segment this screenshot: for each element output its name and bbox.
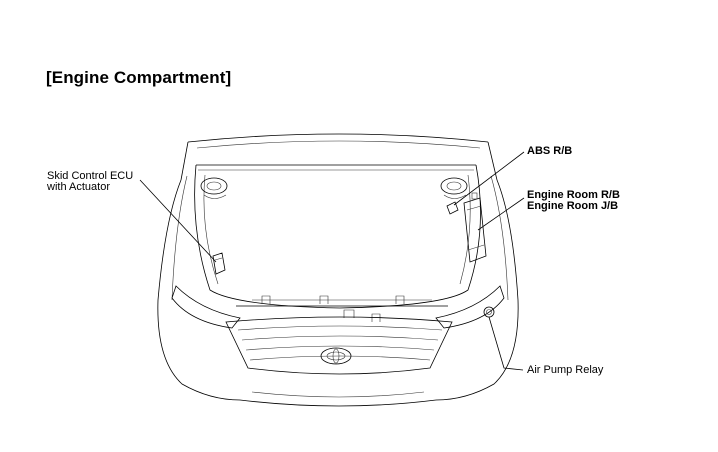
vehicle-body-outline (157, 175, 519, 407)
diagram-title: [Engine Compartment] (46, 68, 232, 87)
engine-bay (194, 164, 481, 309)
strut-tower-left (200, 177, 228, 199)
skid-control-leader-line (139, 179, 217, 263)
abs-rb-leader-line (453, 151, 525, 206)
engine-room-leader-line (477, 197, 525, 231)
strut-tower-right (440, 177, 468, 199)
skid-control-ecu-component (212, 252, 226, 275)
front-grille (225, 316, 453, 375)
engine-room-rb-jb-component (463, 192, 487, 263)
label-skid-control-with-actuator: with Actuator (47, 181, 110, 193)
radiator-support-brackets (261, 295, 405, 322)
headlight-right (435, 285, 505, 329)
open-hood (180, 133, 498, 181)
label-engine-room-jb: Engine Room J/B (527, 200, 619, 212)
label-engine-room-rb: Engine Room R/B (527, 189, 620, 201)
label-air-pump-relay: Air Pump Relay (527, 364, 604, 376)
abs-rb-component (446, 201, 459, 215)
toyota-emblem (320, 347, 352, 365)
air-pump-relay-leader-line (488, 316, 524, 371)
label-skid-control-ecu: Skid Control ECU (47, 170, 134, 182)
headlight-left (171, 285, 241, 329)
label-abs-rb: ABS R/B (527, 145, 573, 157)
